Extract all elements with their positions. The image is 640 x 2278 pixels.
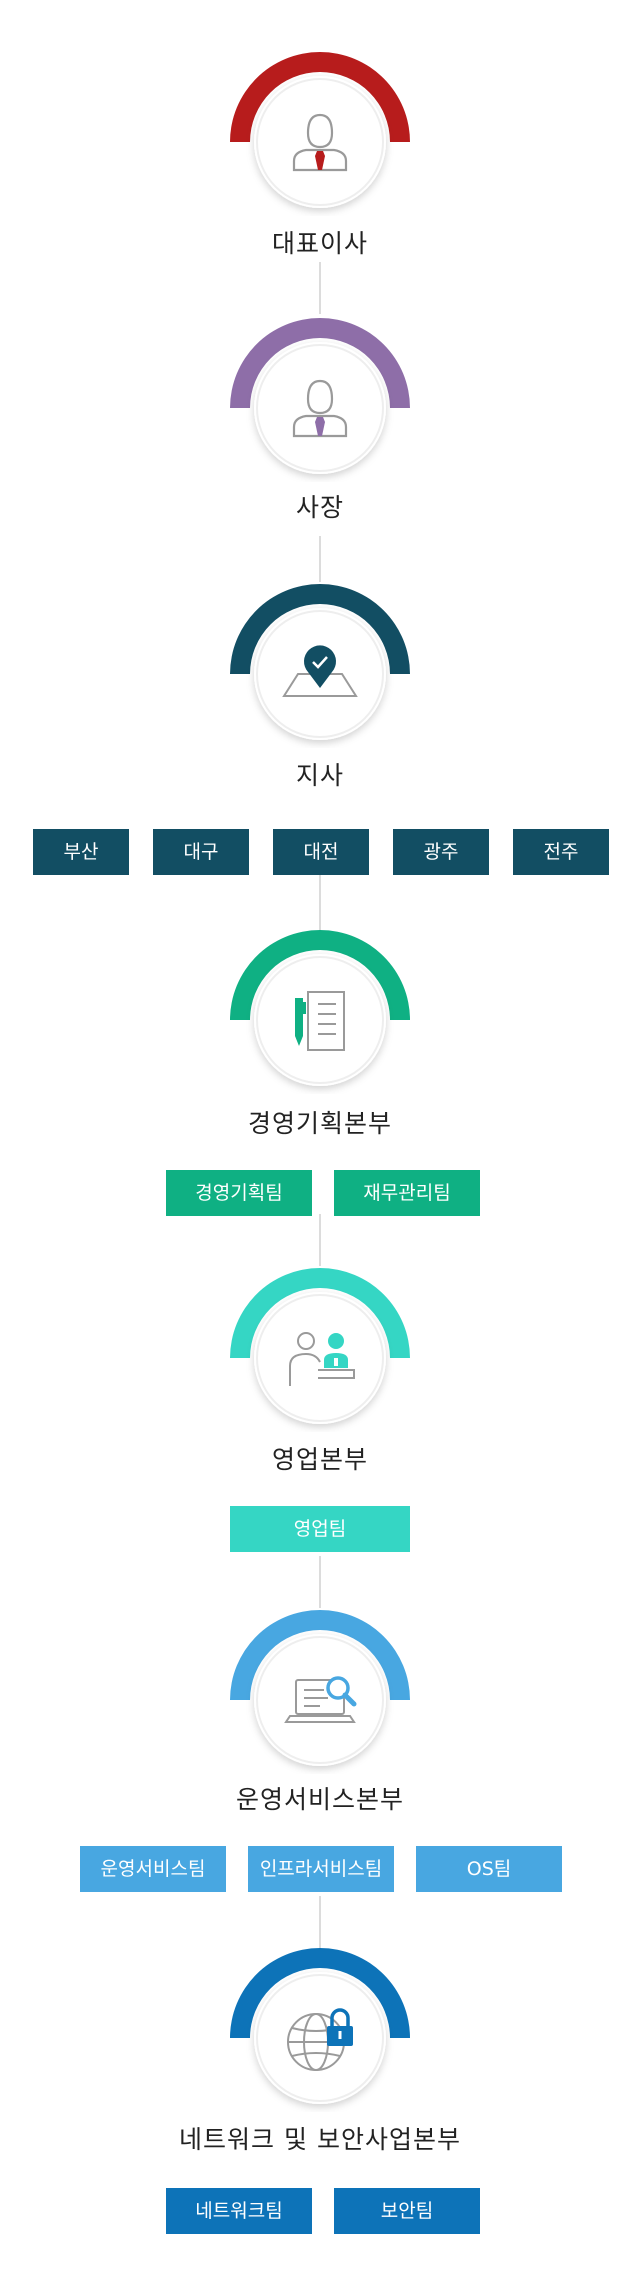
- branch-box-gwangju[interactable]: 광주: [393, 829, 489, 875]
- branch-box-busan[interactable]: 부산: [33, 829, 129, 875]
- node-label: 네트워크 및 보안사업본부: [179, 2125, 461, 2154]
- person-tie-icon: [230, 318, 410, 474]
- node-label: 지사: [295, 761, 344, 790]
- org-node-president: 사장: [228, 312, 412, 522]
- team-box-os[interactable]: OS팀: [416, 1846, 562, 1892]
- org-node-management: 경영기획본부: [228, 924, 412, 1138]
- connector-line: [319, 1556, 321, 1608]
- org-node-sales: 영업본부: [228, 1262, 412, 1474]
- node-label: 영업본부: [271, 1445, 368, 1474]
- team-box-infra-service[interactable]: 인프라서비스팀: [248, 1846, 394, 1892]
- branch-box-daegu[interactable]: 대구: [153, 829, 249, 875]
- team-box-operation-service[interactable]: 운영서비스팀: [80, 1846, 226, 1892]
- globe-lock-icon: [230, 1948, 410, 2104]
- team-box-finance[interactable]: 재무관리팀: [334, 1170, 480, 1216]
- org-node-network: 네트워크 및 보안사업본부: [179, 1942, 460, 2154]
- connector-line: [319, 1896, 321, 1948]
- connector-line: [319, 536, 321, 582]
- org-node-branch: 지사: [228, 578, 412, 790]
- org-node-ceo: 대표이사: [228, 46, 412, 258]
- node-label: 사장: [295, 493, 344, 522]
- node-label: 경영기획본부: [247, 1109, 392, 1138]
- connector-line: [319, 262, 321, 314]
- consultation-icon: [230, 1268, 410, 1424]
- connector-line: [319, 874, 321, 932]
- connector-line: [319, 1214, 321, 1266]
- team-box-network[interactable]: 네트워크팀: [166, 2188, 312, 2234]
- branch-box-daejeon[interactable]: 대전: [273, 829, 369, 875]
- pen-document-icon: [230, 930, 410, 1086]
- laptop-search-icon: [230, 1610, 410, 1766]
- org-node-operations: 운영서비스본부: [228, 1604, 412, 1814]
- team-box-sales[interactable]: 영업팀: [230, 1506, 410, 1552]
- node-label: 대표이사: [271, 229, 368, 258]
- person-tie-icon: [230, 52, 410, 208]
- branch-box-jeonju[interactable]: 전주: [513, 829, 609, 875]
- team-box-management-planning[interactable]: 경영기획팀: [166, 1170, 312, 1216]
- team-box-security[interactable]: 보안팀: [334, 2188, 480, 2234]
- map-pin-check-icon: [230, 584, 410, 740]
- node-label: 운영서비스본부: [235, 1785, 404, 1814]
